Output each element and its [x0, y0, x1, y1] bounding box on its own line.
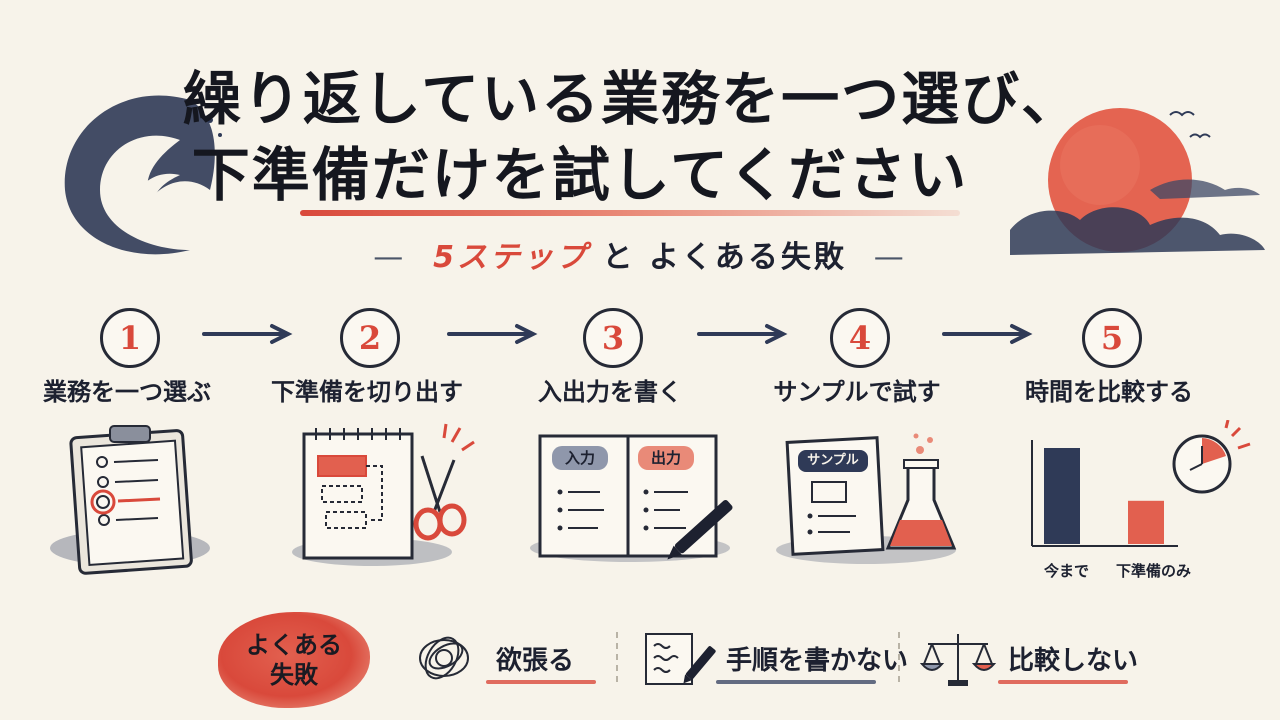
step-4-number: 4 [830, 308, 890, 368]
sun-clouds-icon [1010, 108, 1265, 255]
chart-label-before: 今まで [1044, 562, 1090, 580]
notepad-scissors-icon [292, 423, 475, 566]
open-book-icon [530, 434, 733, 562]
bar-下準備のみ [1128, 500, 1164, 544]
io-book: 入力 出力 [520, 420, 740, 580]
arrow-right-icon [942, 324, 1033, 344]
subtitle-accent: 5ステップ [433, 240, 589, 275]
subtitle-dash-right: — [873, 240, 907, 275]
step-2-label: 下準備を切り出す [271, 378, 463, 406]
sample-test: サンプル [770, 420, 970, 580]
common-failures-badge: よくある 失敗 [218, 612, 370, 708]
arrow-right-icon [447, 324, 538, 344]
failure-underline-2 [716, 680, 876, 684]
step-3-label: 入出力を書く [538, 378, 682, 406]
step-3-number: 3 [583, 308, 643, 368]
clipboard-icon [50, 425, 210, 575]
divider [616, 632, 618, 682]
divider [898, 632, 900, 682]
scale-icon [919, 634, 997, 686]
comparison-bar-chart [1031, 420, 1251, 547]
subtitle: — 5ステップ と よくある失敗 — [0, 232, 1280, 276]
step-2-number: 2 [340, 308, 400, 368]
title-underline [300, 210, 960, 216]
step-1-number: 1 [100, 308, 160, 368]
failure-underline-3 [998, 680, 1128, 684]
arrow-right-icon [697, 324, 788, 344]
failure-item-1: 欲張る [496, 646, 575, 676]
arrow-right-icon [202, 324, 293, 344]
notepad-pen-icon [645, 633, 716, 685]
wave-icon [64, 95, 222, 255]
step-1-label: 業務を一つ選ぶ [43, 378, 211, 406]
flask-icon [776, 433, 957, 564]
sample-tag: サンプル [798, 450, 868, 472]
title-line-1: 繰り返している業務を一つ選び、 [182, 65, 1082, 133]
failure-item-3: 比較しない [1008, 646, 1139, 676]
step-5-number: 5 [1082, 308, 1142, 368]
failure-item-2: 手順を書かない [726, 646, 909, 676]
subtitle-dash-left: — [373, 240, 407, 275]
output-tab: 出力 [638, 446, 694, 470]
time-comparison: 今まで 下準備のみ [1020, 420, 1260, 585]
input-tab: 入力 [552, 446, 608, 470]
badge-line-1: よくある [246, 631, 342, 659]
subtitle-rest: と よくある失敗 [602, 240, 847, 275]
step-4-label: サンプルで試す [773, 378, 941, 406]
tangle-icon [419, 636, 469, 680]
failure-underline-1 [486, 680, 596, 684]
step-5-label: 時間を比較する [1025, 378, 1193, 406]
badge-line-2: 失敗 [270, 661, 318, 689]
title-line-2: 下準備だけを試してください [191, 141, 969, 209]
bar-今まで [1044, 448, 1080, 544]
chart-label-after: 下準備のみ [1116, 562, 1192, 580]
